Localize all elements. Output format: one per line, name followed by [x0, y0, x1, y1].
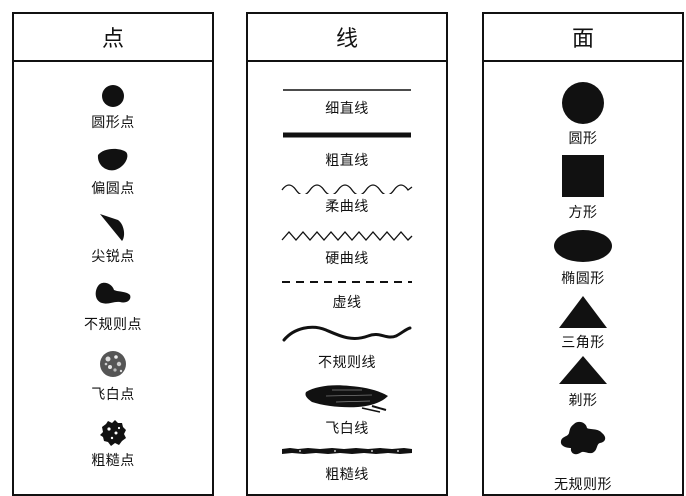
- drybrush-point-shape: [100, 351, 126, 377]
- shaved-plane-shape: [559, 356, 607, 384]
- dashed-line-shape: [282, 281, 412, 283]
- dashed-line-label: 虚线: [332, 295, 362, 311]
- irregular-point-label: 不规则点: [84, 317, 142, 333]
- rough-line-shape: [282, 448, 412, 454]
- plane-panel-title: 面: [484, 14, 682, 62]
- irregular-plane-label: 无规则形: [554, 477, 612, 493]
- hard-curve-line-label: 硬曲线: [325, 251, 369, 267]
- thin-straight-line-label: 细直线: [325, 101, 369, 117]
- irregular-line-label: 不规则线: [318, 355, 376, 371]
- rough-point-label: 粗糙点: [91, 453, 135, 469]
- round-point-shape: [102, 85, 124, 107]
- sharp-point-label: 尖锐点: [91, 249, 135, 265]
- triangle-plane-shape: [559, 296, 607, 328]
- thin-straight-line-shape: [283, 89, 411, 91]
- rough-line-label: 粗糙线: [325, 467, 369, 483]
- irregular-plane-shape: [560, 421, 606, 455]
- thick-straight-line-shape: [283, 132, 411, 138]
- point-panel: 点 圆形点 偏圆点 尖锐点 不规则点: [12, 12, 214, 496]
- ellipse-plane-label: 椭圆形: [561, 271, 605, 287]
- circle-plane-shape: [562, 82, 604, 124]
- oval-point-label: 偏圆点: [91, 181, 135, 197]
- square-plane-shape: [562, 155, 604, 197]
- square-plane-label: 方形: [568, 205, 598, 221]
- line-panel-title: 线: [248, 14, 446, 62]
- thick-straight-line-label: 粗直线: [325, 153, 369, 169]
- sharp-point-shape: [100, 214, 125, 241]
- circle-plane-label: 圆形: [568, 131, 598, 147]
- drybrush-line-label: 飞白线: [325, 421, 369, 437]
- soft-curve-line-label: 柔曲线: [325, 199, 369, 215]
- drybrush-point-label: 飞白点: [91, 387, 135, 403]
- rough-point-shape: [100, 420, 126, 446]
- hard-curve-line-shape: [281, 231, 413, 241]
- ellipse-plane-shape: [554, 230, 612, 262]
- irregular-point-shape: [95, 282, 131, 304]
- drybrush-line-shape: [305, 385, 388, 413]
- plane-panel: 面 圆形 方形 椭圆形 三角形 剃形: [482, 12, 684, 496]
- shaved-plane-label: 剃形: [568, 393, 598, 409]
- point-panel-title: 点: [14, 14, 212, 62]
- line-panel: 线 细直线 粗直线 柔曲线 硬曲线 虚线: [246, 12, 448, 496]
- oval-point-shape: [97, 148, 128, 171]
- soft-curve-line-shape: [281, 184, 413, 194]
- irregular-line-shape: [282, 325, 412, 342]
- round-point-label: 圆形点: [91, 115, 135, 131]
- triangle-plane-label: 三角形: [561, 335, 605, 351]
